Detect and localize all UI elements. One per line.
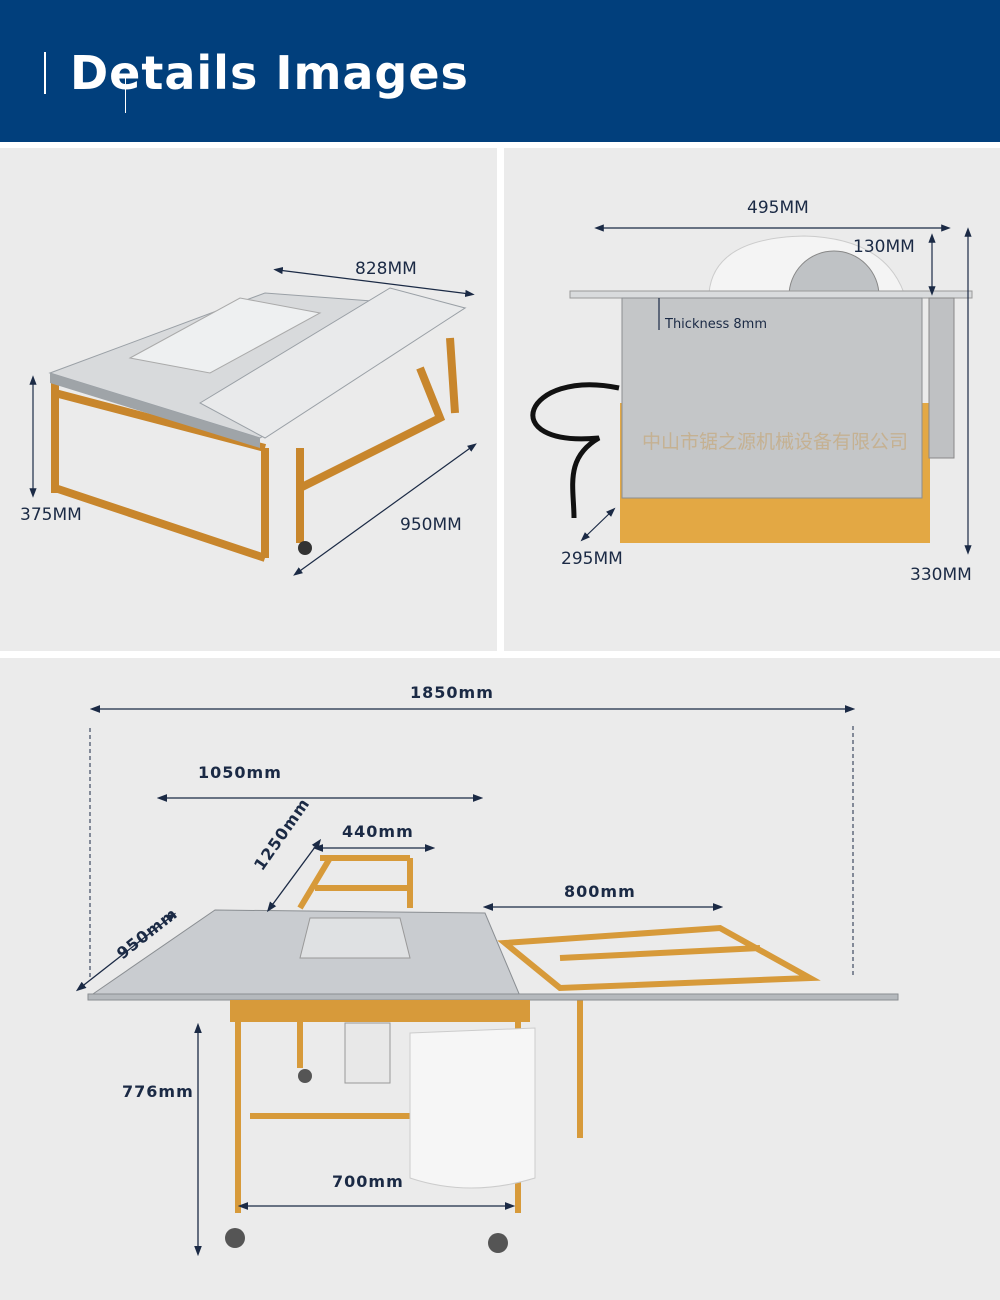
page-title: Details Images bbox=[70, 46, 469, 100]
width-label: 495MM bbox=[747, 198, 809, 218]
height-label: 330MM bbox=[910, 565, 972, 585]
text-cursor bbox=[125, 75, 126, 113]
folded-saw-illustration bbox=[29, 267, 477, 576]
plate-engraving: 中山市锯之源机械设备有限公司 bbox=[642, 431, 909, 453]
table-length-label: 1050mm bbox=[198, 763, 282, 782]
width-label: 828MM bbox=[355, 259, 417, 279]
leg-span-label: 700mm bbox=[332, 1172, 404, 1191]
extension-label: 800mm bbox=[564, 882, 636, 901]
saw-side-illustration bbox=[530, 224, 973, 555]
folded-table-saw-panel: 828MM 375MM 950MM bbox=[0, 148, 497, 651]
sliding-saw-illustration bbox=[75, 705, 899, 1257]
header-banner: Details Images bbox=[0, 0, 1000, 142]
sliding-table-saw-panel: 1850mm 1050mm 440mm 1250mm 950mm 800mm 7… bbox=[0, 658, 1000, 1300]
depth-label: 950MM bbox=[400, 515, 462, 535]
thickness-label: Thickness 8mm bbox=[665, 317, 767, 332]
rear-width-label: 440mm bbox=[342, 822, 414, 841]
saw-side-view-panel: 495MM 130MM Thickness 8mm 中山市锯之源机械设备有限公司… bbox=[504, 148, 1000, 651]
blade-height-label: 130MM bbox=[853, 237, 915, 257]
title-accent-bar bbox=[44, 52, 46, 94]
height-label: 776mm bbox=[122, 1082, 194, 1101]
height-label: 375MM bbox=[20, 505, 82, 525]
depth-label: 295MM bbox=[561, 549, 623, 569]
total-length-label: 1850mm bbox=[410, 683, 494, 702]
